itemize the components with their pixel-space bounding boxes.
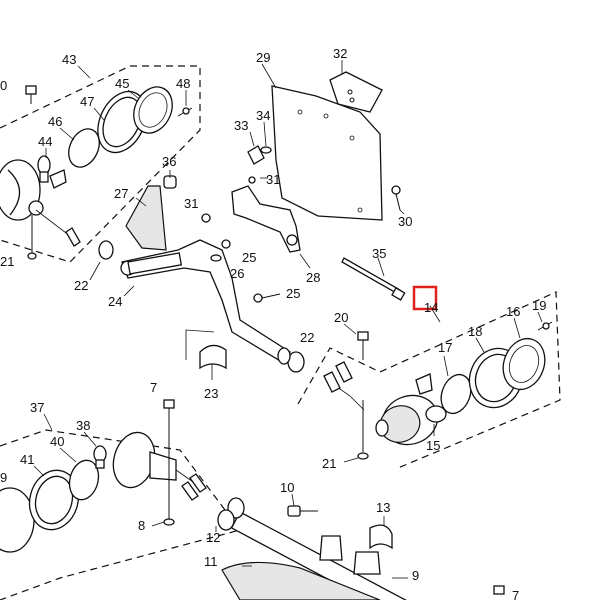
callout-16: 16 <box>506 304 520 319</box>
callout-24: 24 <box>108 294 122 309</box>
rear-left-signal-group <box>0 65 201 263</box>
handlebar-group <box>215 493 505 600</box>
callout-27: 27 <box>114 186 128 201</box>
callout-31b: 31 <box>266 172 280 187</box>
callout-45: 45 <box>115 76 129 91</box>
callout-43: 43 <box>62 52 76 67</box>
callout-20: 20 <box>334 310 348 325</box>
callout-8: 8 <box>138 518 145 533</box>
callout-32: 32 <box>333 46 347 61</box>
callout-33: 33 <box>234 118 248 133</box>
callout-10: 10 <box>280 480 294 495</box>
callout-46: 46 <box>48 114 62 129</box>
callout-28: 28 <box>306 270 320 285</box>
callout-23: 23 <box>204 386 218 401</box>
callout-9: 9 <box>412 568 419 583</box>
callout-35: 35 <box>372 246 386 261</box>
callout-17: 17 <box>438 340 452 355</box>
cable-tie <box>341 257 406 301</box>
callout-25b: 25 <box>286 286 300 301</box>
callout-40: 40 <box>50 434 64 449</box>
callout-25a: 25 <box>242 250 256 265</box>
callout-36: 36 <box>162 154 176 169</box>
callout-41: 41 <box>20 452 34 467</box>
license-plate-group <box>231 60 405 269</box>
callout-48: 48 <box>176 76 190 91</box>
callout-29: 29 <box>256 50 270 65</box>
callout-14: 14 <box>424 300 438 315</box>
callout-7a: 7 <box>150 380 157 395</box>
front-left-signal-group <box>0 399 242 600</box>
callout-44: 44 <box>38 134 52 149</box>
callout-30: 30 <box>398 214 412 229</box>
callout-47: 47 <box>80 94 94 109</box>
callout-0: 0 <box>0 78 7 93</box>
callout-11: 11 <box>204 554 218 569</box>
callout-21b: 21 <box>322 456 336 471</box>
callout-12: 12 <box>206 530 220 545</box>
callout-13: 13 <box>376 500 390 515</box>
callout-39: 9 <box>0 470 7 485</box>
callout-labels: 43 45 48 47 46 44 0 21 22 24 27 36 31 29… <box>0 46 546 600</box>
callout-26: 26 <box>230 266 244 281</box>
callout-22b: 22 <box>300 330 314 345</box>
rear-right-signal-group <box>297 291 561 469</box>
callout-31a: 31 <box>184 196 198 211</box>
rear-bracket-group <box>89 170 305 380</box>
callout-15: 15 <box>426 438 440 453</box>
callout-37: 37 <box>30 400 44 415</box>
callout-7b: 7 <box>512 588 519 600</box>
callout-34: 34 <box>256 108 270 123</box>
highlight-box <box>412 285 438 311</box>
callout-22a: 22 <box>74 278 88 293</box>
callout-18: 18 <box>468 324 482 339</box>
callout-21a: 21 <box>0 254 14 269</box>
callout-38: 38 <box>76 418 90 433</box>
callout-19: 19 <box>532 298 546 313</box>
